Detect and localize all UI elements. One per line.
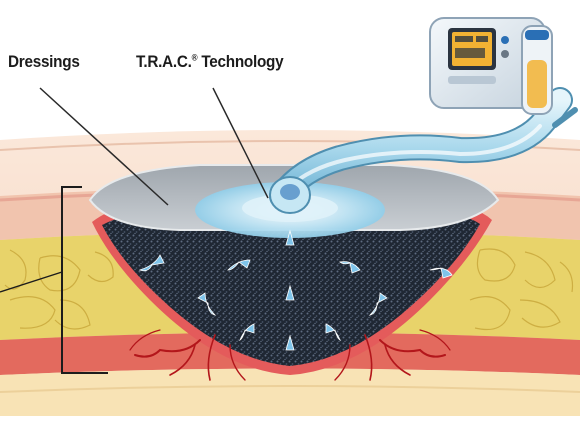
trac-label-suffix: Technology <box>197 52 283 71</box>
trac-technology-label: T.R.A.C.® Technology <box>136 52 283 72</box>
vac-device <box>430 18 552 114</box>
trac-label-name: T.R.A.C. <box>136 52 192 71</box>
dressings-label: Dressings <box>8 52 80 72</box>
